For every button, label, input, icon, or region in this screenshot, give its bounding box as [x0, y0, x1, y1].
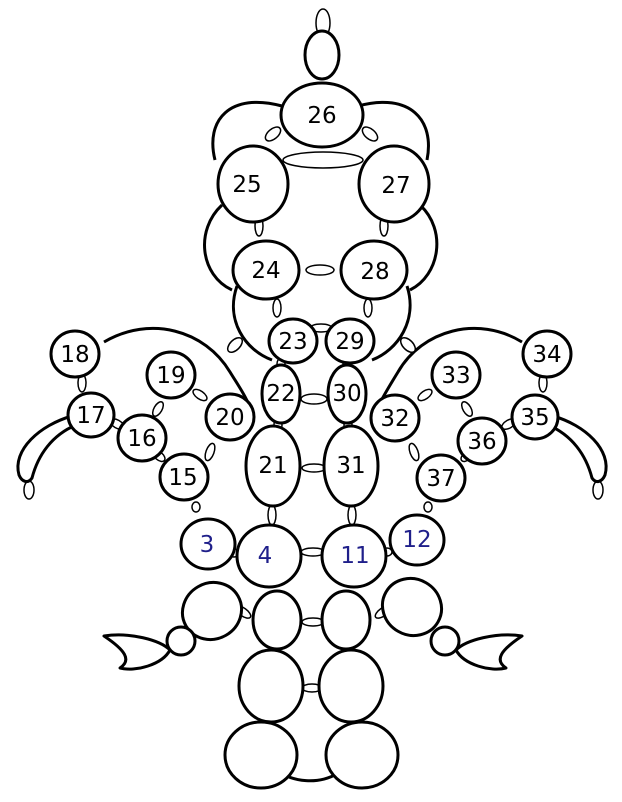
bead-label: 23 [278, 329, 307, 355]
bead-label: 27 [381, 173, 410, 199]
bead-label: 24 [251, 258, 280, 284]
connector-bead [192, 502, 200, 512]
connector-bead [273, 299, 281, 317]
bead-label: 15 [168, 465, 197, 491]
leg-bead-left-2 [239, 650, 303, 722]
bead-label: 4 [258, 543, 273, 569]
connector-bead [203, 442, 217, 462]
bead-label: 26 [307, 103, 336, 129]
connector-bead [424, 502, 432, 512]
bead-label: 37 [426, 466, 455, 492]
bead-label: 3 [200, 532, 215, 558]
bead-label: 11 [340, 543, 369, 569]
bead-label: 21 [258, 453, 287, 479]
hand-bead-left [167, 627, 195, 655]
connector-bead [151, 400, 166, 418]
connector-bead [263, 124, 283, 143]
bead-label: 17 [76, 403, 105, 429]
connector-bead [407, 442, 421, 462]
connector-bead [306, 265, 334, 275]
connector-bead [24, 481, 34, 499]
crown-bead [305, 31, 339, 79]
bead-label: 12 [402, 527, 431, 553]
connector-bead [416, 387, 434, 403]
leg-bead-right-1 [322, 591, 370, 649]
connector-bead [593, 481, 603, 499]
fin-left-upper [18, 416, 76, 482]
bead-label: 30 [332, 381, 361, 407]
bead-label: 33 [441, 363, 470, 389]
connector-bead [360, 124, 380, 143]
bead-label: 16 [127, 426, 156, 452]
connector-bead [283, 152, 363, 168]
bead-label: 36 [467, 429, 496, 455]
fin-right-lower [456, 635, 522, 669]
bead-label: 29 [335, 329, 364, 355]
bead-label: 18 [60, 342, 89, 368]
head-loop-left [205, 205, 232, 290]
connector-bead [348, 505, 356, 525]
connector-bead [302, 464, 326, 472]
bead-label: 19 [156, 363, 185, 389]
connector-bead [268, 505, 276, 525]
foot-bead-right [326, 722, 398, 788]
bead-label: 20 [215, 405, 244, 431]
bead-label: 31 [336, 453, 365, 479]
connector-bead [301, 394, 327, 404]
hand-bead-right [431, 627, 459, 655]
connector-bead [191, 387, 209, 403]
fins [18, 416, 606, 669]
bead-label: 22 [266, 381, 295, 407]
bead-label: 25 [232, 172, 261, 198]
connector-bead [460, 400, 475, 418]
leg-bead-right-2 [319, 650, 383, 722]
bead-label: 34 [532, 342, 561, 368]
connector-bead [364, 299, 372, 317]
bead-label: 32 [380, 406, 409, 432]
foot-bead-left [225, 722, 297, 788]
head-loop-right [410, 205, 437, 290]
bead-label: 35 [520, 405, 549, 431]
leg-bead-left-1 [253, 591, 301, 649]
bead-label: 28 [360, 259, 389, 285]
fin-left-lower [104, 635, 170, 669]
